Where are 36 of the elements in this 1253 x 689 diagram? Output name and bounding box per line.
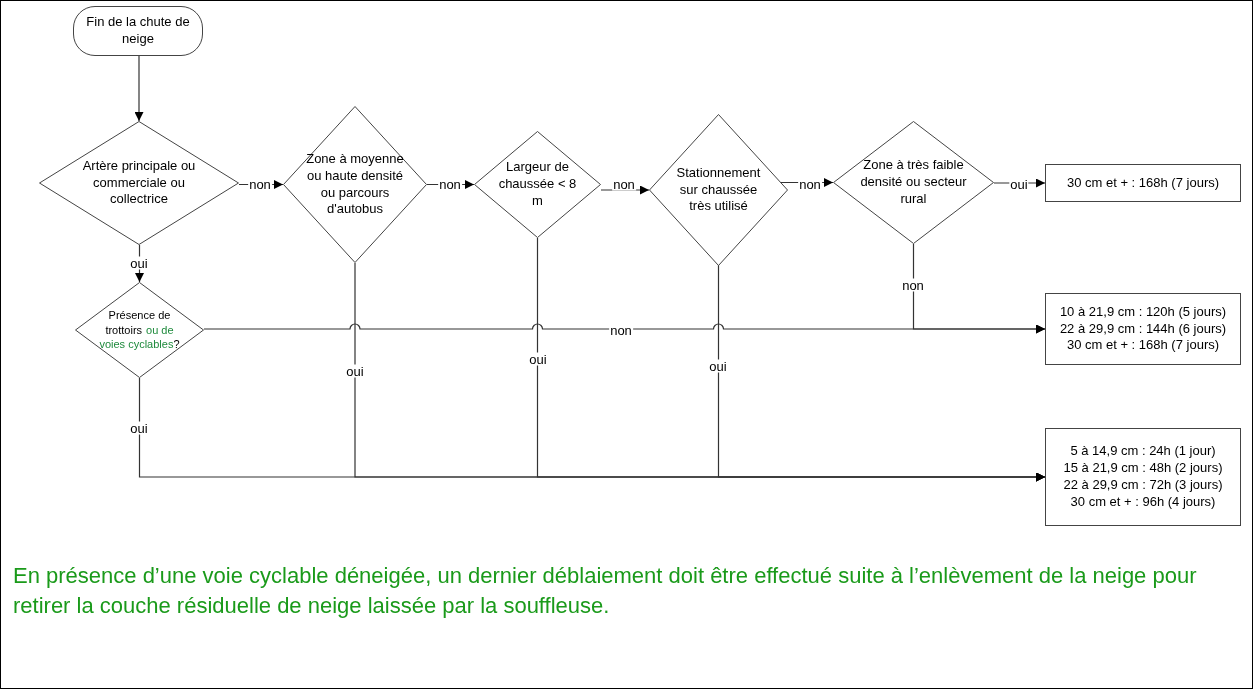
connector-arrow	[717, 265, 1046, 482]
result-box	[1045, 428, 1241, 526]
decision-diamond	[474, 131, 601, 238]
edge-label: oui	[1009, 177, 1029, 191]
edge-label: oui	[345, 364, 365, 378]
result-text: 15 à 21,9 cm : 48h (2 jours)	[1063, 460, 1223, 477]
decision-text: Artère principale ou commerciale ou collectrice	[81, 157, 197, 209]
decision-text: Présence de trottoirs ou de voies cyclables?	[98, 307, 181, 353]
edge-label: oui	[129, 256, 149, 270]
decision-text: Zone à moyenne ou haute densité ou parcours d'autobus	[305, 150, 405, 219]
result-text: 30 cm et + : 96h (4 jours)	[1070, 493, 1216, 511]
decision-diamond	[833, 121, 994, 244]
result-text: 22 à 29,9 cm : 72h (3 jours)	[1063, 477, 1223, 494]
caption: En présence d’une voie cyclable déneigée, un dernier déblaiement doit être effectué suite à l’enlèvement de la neige pour retirer la couche résiduelle de neige laissée par la souffleuse.	[13, 562, 1198, 620]
result-text: 22 à 29,9 cm : 144h (6 jours)	[1059, 320, 1227, 338]
decision-diamond	[283, 106, 427, 263]
result-text: 10 à 21,9 cm : 120h (5 jours)	[1059, 303, 1227, 321]
decision-diamond	[649, 114, 788, 266]
result-text: 30 cm et + : 168h (7 jours)	[1066, 174, 1220, 192]
connector-arrow	[912, 243, 1046, 334]
edge-label: oui	[528, 352, 548, 366]
result-box	[1045, 164, 1241, 202]
start-terminal	[73, 6, 203, 56]
result-box	[1045, 293, 1241, 365]
decision-text: Largeur de chaussée < 8 m	[497, 159, 578, 210]
edge-label: oui	[708, 359, 728, 373]
decision-text: Stationnement sur chaussée très utilisé	[675, 164, 762, 216]
edge-label: oui	[129, 421, 149, 435]
decision-text: Zone à très faible densité ou secteur rural	[859, 157, 968, 208]
edge-label: non	[901, 278, 925, 292]
terminal-text: Fin de la chute de neige	[86, 14, 190, 48]
decision-diamond	[75, 282, 204, 378]
result-text: 30 cm et + : 168h (7 jours)	[1066, 337, 1220, 355]
connector-arrow	[134, 55, 144, 122]
decision-diamond	[39, 121, 239, 245]
result-text: 5 à 14,9 cm : 24h (1 jour)	[1070, 443, 1216, 461]
